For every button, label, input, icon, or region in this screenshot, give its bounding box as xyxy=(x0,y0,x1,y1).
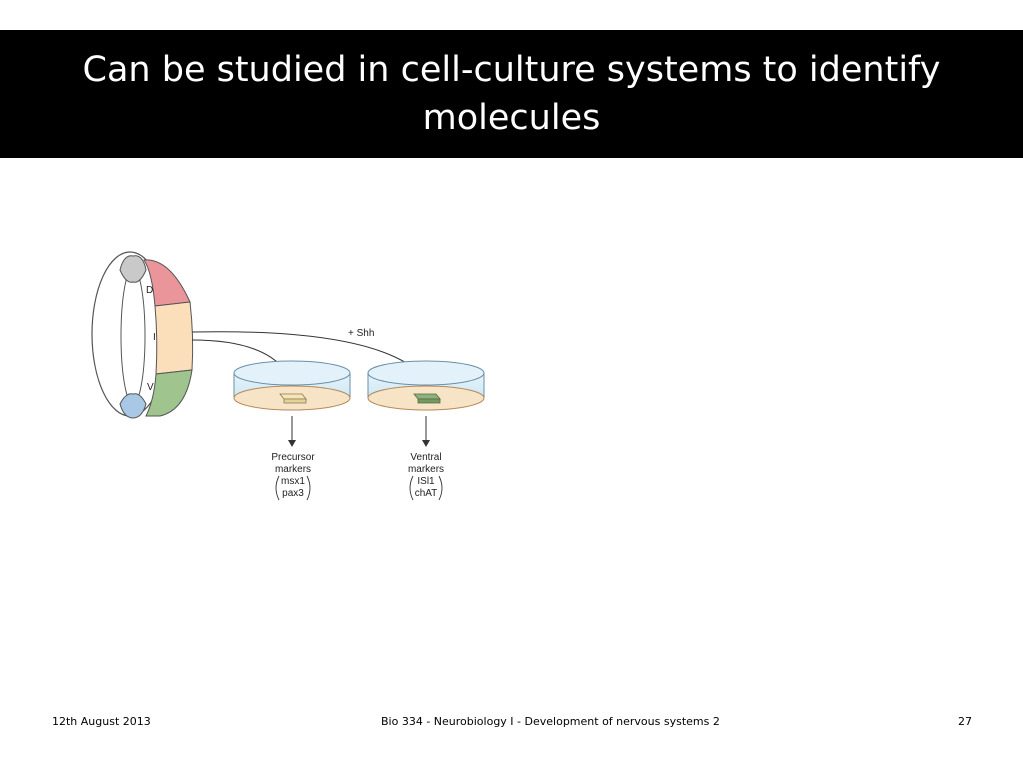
floor-plate xyxy=(119,393,147,419)
right-marker-list: Ventral markers ISl1 chAT xyxy=(408,452,444,501)
dorsal-label: D xyxy=(146,285,153,296)
left-bracket-open xyxy=(275,475,280,501)
left-heading-2: markers xyxy=(275,464,311,475)
figure-diagram: D I V + Shh Precursor xyxy=(91,251,485,501)
footer-date: 12th August 2013 xyxy=(52,715,151,728)
footer-page-number: 27 xyxy=(958,715,972,728)
right-heading-2: markers xyxy=(408,464,444,475)
left-heading-1: Precursor xyxy=(271,452,315,463)
left-marker-2: pax3 xyxy=(282,488,304,499)
left-marker-list: Precursor markers msx1 pax3 xyxy=(271,452,315,501)
left-bracket-close xyxy=(306,475,311,501)
right-heading-1: Ventral xyxy=(410,452,441,463)
intermediate-region xyxy=(154,301,194,375)
right-explant xyxy=(413,393,441,400)
right-bracket-close xyxy=(438,475,443,501)
neural-tube-lumen xyxy=(120,267,146,405)
right-marker-2: chAT xyxy=(415,488,438,499)
neural-tube: D I V xyxy=(91,251,194,419)
left-culture-dish xyxy=(233,360,351,411)
intermediate-label: I xyxy=(153,332,156,343)
shh-treatment-label: + Shh xyxy=(348,328,374,339)
ventral-label: V xyxy=(147,382,154,393)
title-bar: Can be studied in cell-culture systems t… xyxy=(0,30,1023,158)
right-marker-1: ISl1 xyxy=(417,476,435,487)
ventral-region xyxy=(145,369,193,417)
left-explant xyxy=(279,393,307,400)
footer-course-title: Bio 334 - Neurobiology I - Development o… xyxy=(381,715,720,728)
left-marker-1: msx1 xyxy=(281,476,305,487)
neural-tube-culture-figure: D I V + Shh Precursor xyxy=(80,250,500,510)
right-bracket-open xyxy=(409,475,414,501)
roof-plate xyxy=(119,255,147,283)
slide-title: Can be studied in cell-culture systems t… xyxy=(82,50,941,138)
right-culture-dish xyxy=(367,360,485,411)
